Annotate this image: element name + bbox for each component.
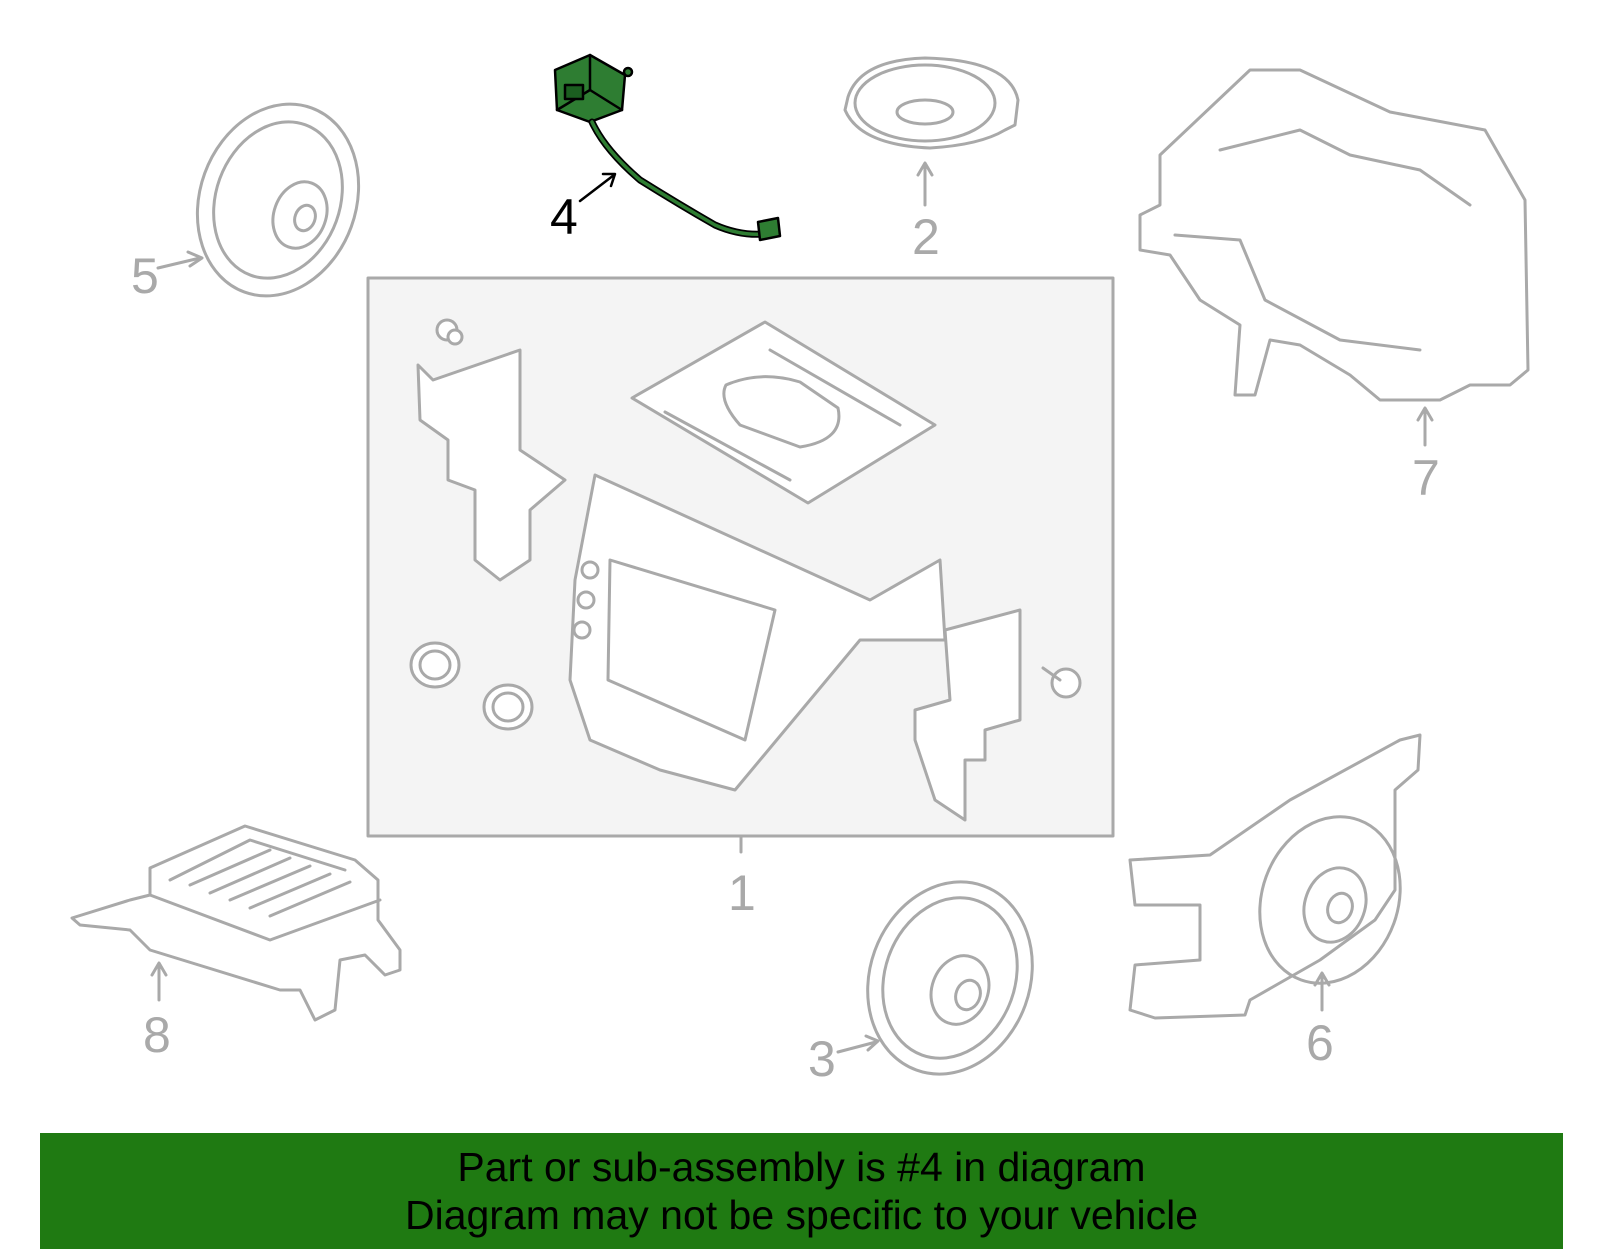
- part-7-subwoofer-enclosure[interactable]: [1138, 68, 1530, 447]
- callout-7: 7: [1412, 450, 1440, 506]
- part-8-module[interactable]: [70, 824, 402, 1022]
- callout-2: 2: [912, 209, 940, 265]
- part-2-speaker[interactable]: [843, 56, 1020, 207]
- part-5-speaker[interactable]: [156, 81, 385, 319]
- callout-6: 6: [1306, 1015, 1334, 1071]
- callout-1: 1: [728, 865, 756, 921]
- part-6-speaker-bracket[interactable]: [1128, 733, 1423, 1020]
- banner-line-1: Part or sub-assembly is #4 in diagram: [457, 1144, 1146, 1190]
- part-1-radio-assembly[interactable]: [366, 276, 1115, 854]
- callout-8: 8: [143, 1007, 171, 1063]
- callout-5: 5: [131, 248, 159, 304]
- callout-4: 4: [550, 189, 578, 245]
- part-3-speaker[interactable]: [836, 859, 1059, 1098]
- callout-3: 3: [808, 1031, 836, 1087]
- banner-line-2: Diagram may not be specific to your vehi…: [404, 1192, 1198, 1238]
- info-banner: Part or sub-assembly is #4 in diagram Di…: [40, 1133, 1563, 1249]
- part-4-cable-highlighted[interactable]: [553, 53, 782, 242]
